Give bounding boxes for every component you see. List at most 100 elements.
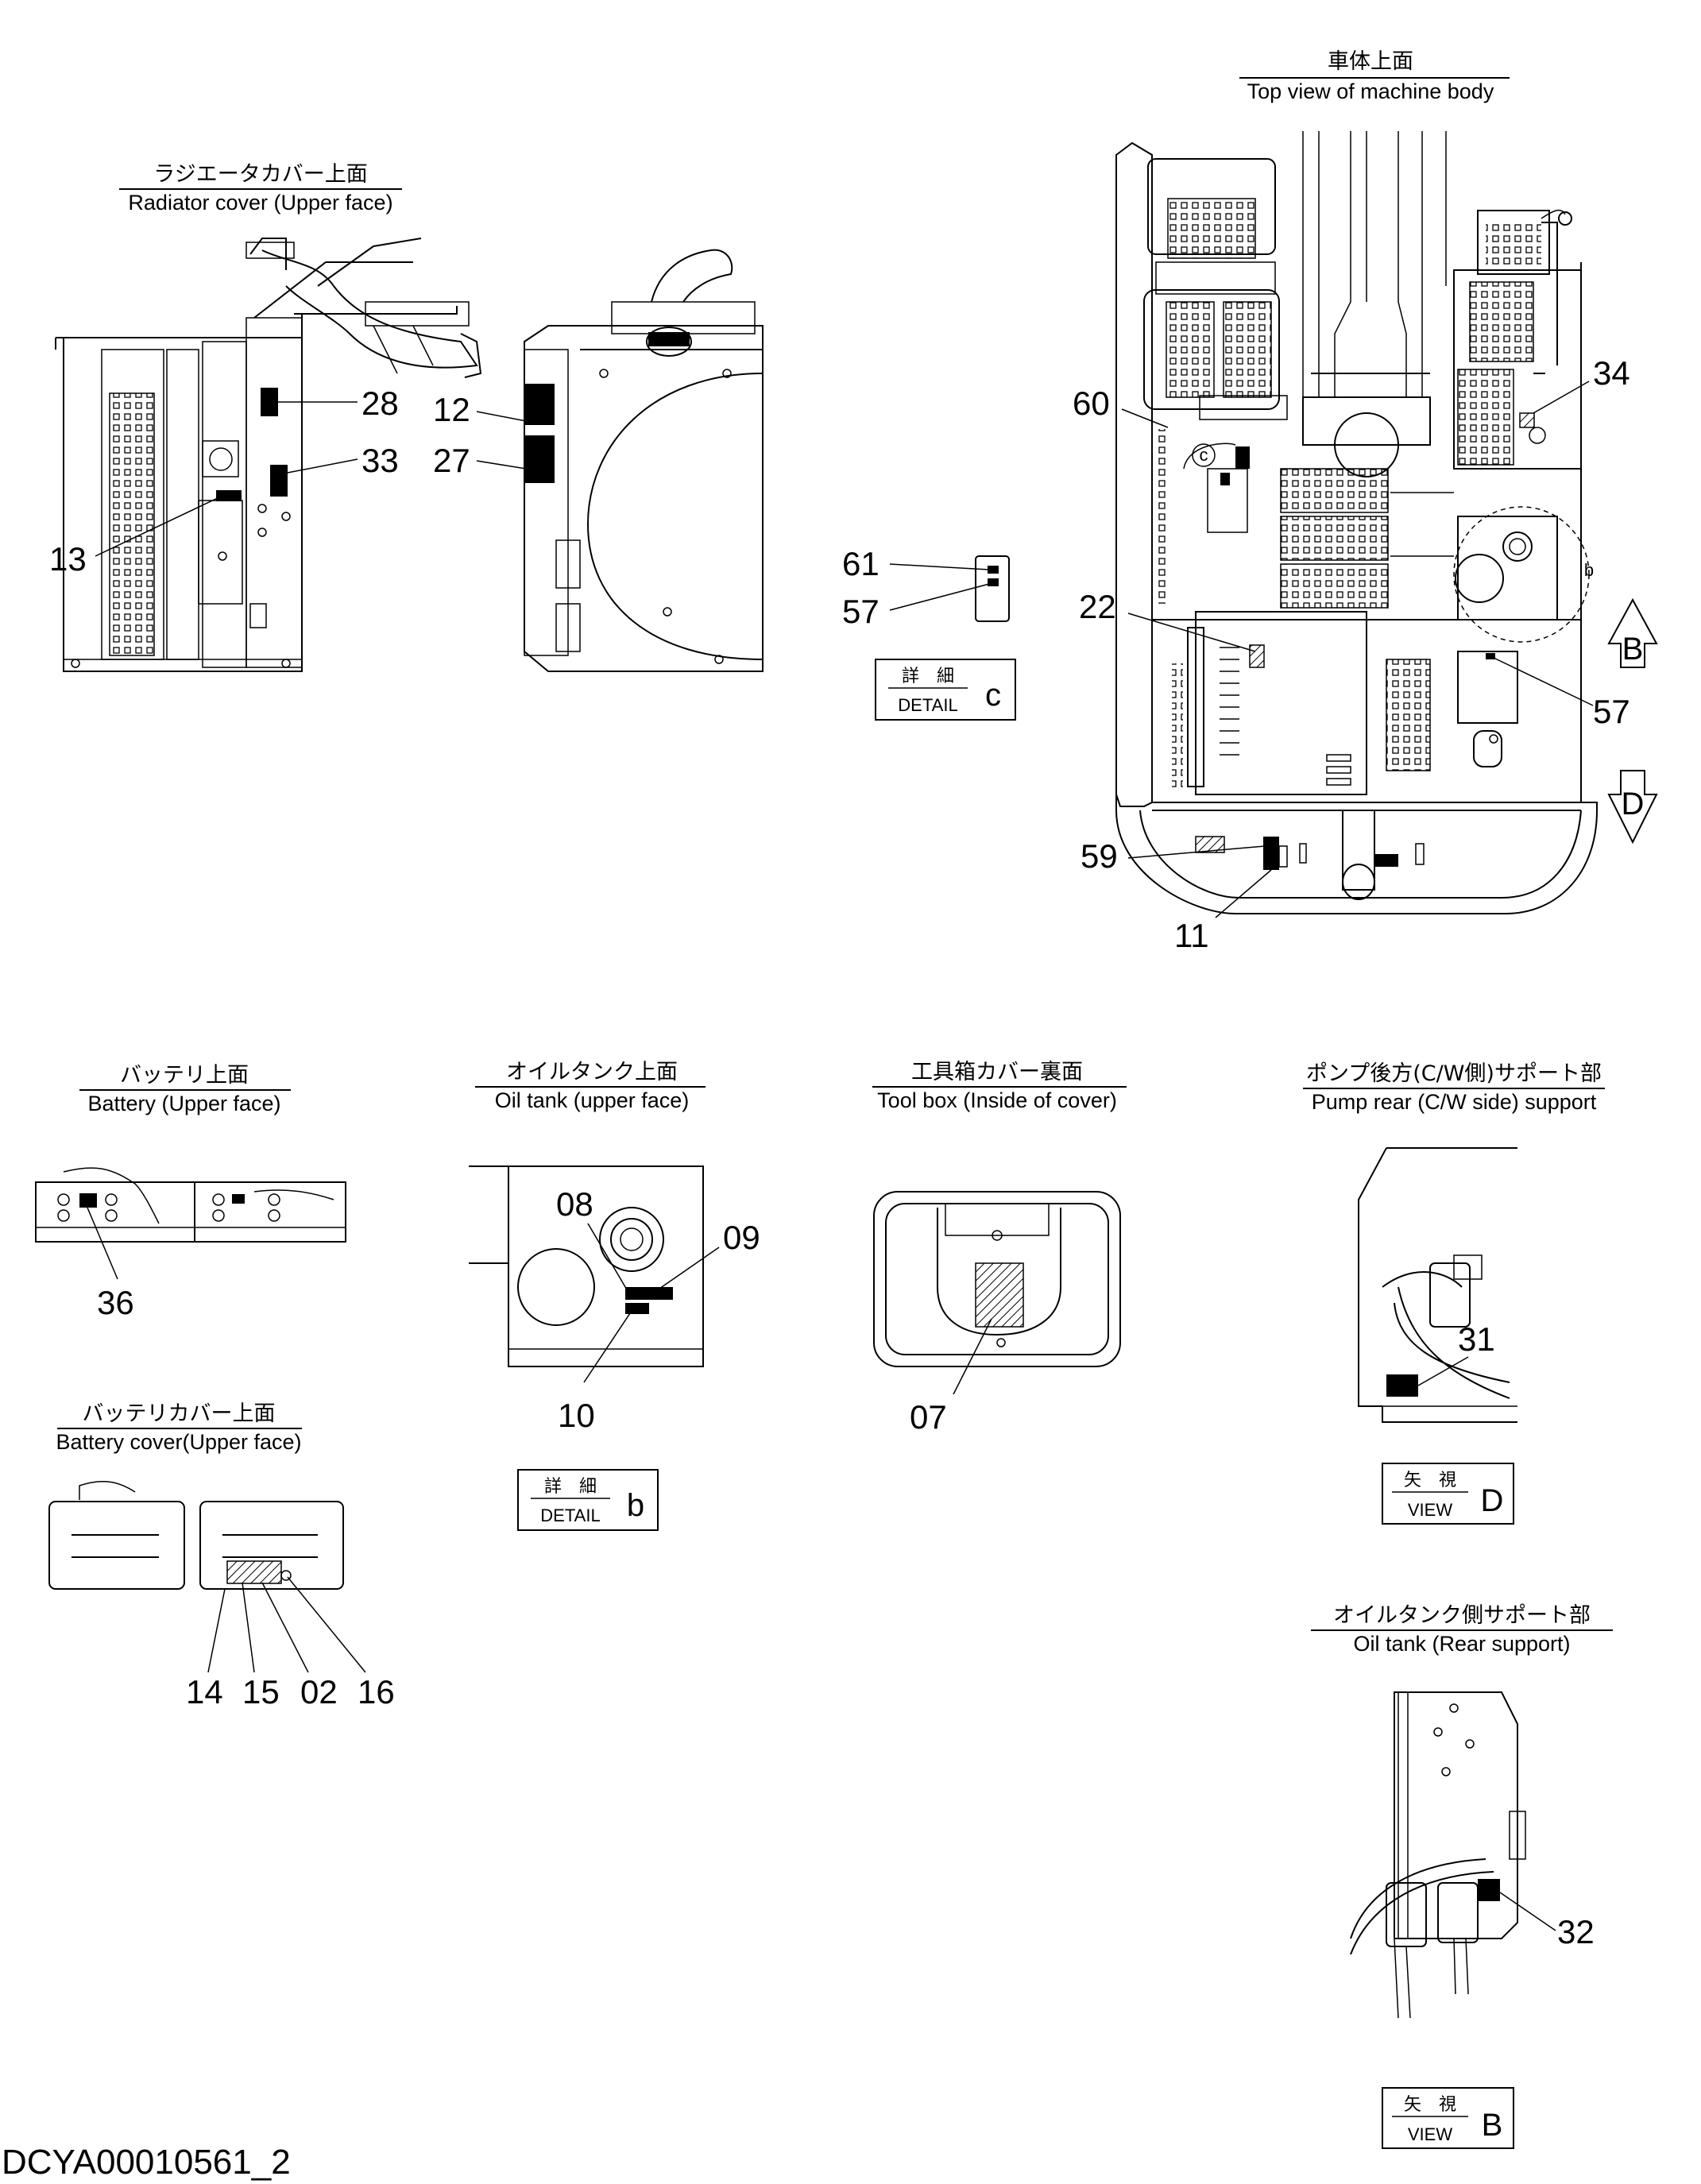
oil-tank-support-view: オイルタンク側サポート部 Oil tank (Rear support) xyxy=(1311,1603,1613,2019)
callout-12: 12 xyxy=(433,391,470,428)
label-13-mark xyxy=(216,490,242,501)
leader-07 xyxy=(953,1318,992,1395)
callout-15: 15 xyxy=(242,1673,280,1710)
callout-32: 32 xyxy=(1557,1913,1595,1950)
battery-title-en: Battery (Upper face) xyxy=(87,1092,280,1115)
svg-text:B: B xyxy=(1482,2108,1503,2143)
label-11-mark xyxy=(1263,837,1279,870)
label-14-15-02-mark xyxy=(226,1560,282,1584)
callout-08: 08 xyxy=(556,1185,593,1223)
view-box-b: 矢 視 VIEW B xyxy=(1382,2087,1514,2149)
tool-box-title-en: Tool box (Inside of cover) xyxy=(877,1088,1117,1112)
drawing-code: DCYA00010561_2 xyxy=(2,2143,291,2182)
callout-10: 10 xyxy=(558,1397,595,1434)
svg-text:DETAIL: DETAIL xyxy=(898,695,957,715)
label-32-mark xyxy=(1478,1879,1500,1901)
callout-57a: 57 xyxy=(842,593,879,630)
svg-text:矢 視: 矢 視 xyxy=(1404,2095,1456,2115)
callout-14: 14 xyxy=(186,1673,223,1710)
label-33-mark xyxy=(270,465,288,497)
radiator-title-en: Radiator cover (Upper face) xyxy=(128,191,392,215)
svg-text:矢 視: 矢 視 xyxy=(1404,1471,1456,1490)
leader-34 xyxy=(1533,381,1590,414)
svg-text:D: D xyxy=(1481,1483,1504,1518)
leader-14 xyxy=(207,1588,226,1673)
tool-box-view: 工具箱カバー裏面 Tool box (Inside of cover) xyxy=(872,1060,1127,1367)
leader-16 xyxy=(287,1576,366,1673)
callout-60: 60 xyxy=(1073,385,1110,422)
battery-cover-title-en: Battery cover(Upper face) xyxy=(56,1430,301,1454)
callout-16: 16 xyxy=(358,1673,395,1710)
leader-31 xyxy=(1417,1356,1469,1386)
callout-61: 61 xyxy=(842,545,879,582)
svg-text:VIEW: VIEW xyxy=(1408,2124,1452,2144)
detail-box-c: 詳 細 DETAIL c xyxy=(875,659,1016,721)
callout-13: 13 xyxy=(49,540,87,578)
svg-text:c: c xyxy=(985,678,1001,713)
label-36-mark xyxy=(79,1193,97,1208)
callout-02: 02 xyxy=(300,1673,338,1710)
top-view-machine-body: 車体上面 Top view of machine body xyxy=(1115,49,1598,914)
leader-11 xyxy=(1215,869,1272,918)
battery-title-jp: バッテリ上面 xyxy=(120,1063,249,1088)
radiator-fan-unit xyxy=(524,249,764,672)
label-28-mark xyxy=(261,388,278,416)
leader-10 xyxy=(583,1310,632,1383)
leader-60 xyxy=(1121,408,1169,428)
label-07-mark xyxy=(975,1262,1024,1328)
leader-15 xyxy=(242,1582,255,1673)
label-34-mark xyxy=(1519,412,1535,428)
callout-22: 22 xyxy=(1079,588,1116,625)
arrow-d-down: D xyxy=(1607,770,1658,845)
label-31-mark xyxy=(1386,1374,1418,1397)
leader-12 xyxy=(476,411,527,422)
leader-09 xyxy=(659,1247,720,1289)
callout-11: 11 xyxy=(1174,917,1209,954)
oil-tank-view: オイルタンク上面 Oil tank (upper face) xyxy=(469,1060,706,1367)
svg-text:DETAIL: DETAIL xyxy=(540,1506,600,1525)
svg-text:詳 細: 詳 細 xyxy=(902,667,954,686)
detail-c-view: 61 57 詳 細 DETAIL c xyxy=(842,545,1016,721)
battery-cover-view: バッテリカバー上面 Battery cover(Upper face) xyxy=(48,1401,344,1590)
leader-22 xyxy=(1127,613,1256,652)
leader-33 xyxy=(287,458,358,474)
pump-rear-title-jp: ポンプ後方(C/W側)サポート部 xyxy=(1306,1061,1602,1086)
oil-tank-support-title-en: Oil tank (Rear support) xyxy=(1353,1632,1570,1656)
leader-27 xyxy=(476,460,527,470)
callout-36: 36 xyxy=(97,1284,134,1321)
label-12-mark xyxy=(524,384,555,425)
tool-box-title-jp: 工具箱カバー裏面 xyxy=(911,1060,1083,1084)
battery-cover-title-jp: バッテリカバー上面 xyxy=(83,1401,276,1426)
radiator-title-jp: ラジエータカバー上面 xyxy=(153,162,367,187)
leader-36 xyxy=(87,1207,118,1280)
arrow-b-up: B xyxy=(1607,597,1658,668)
leader-02 xyxy=(261,1582,309,1673)
svg-text:B: B xyxy=(1622,632,1644,667)
callout-59: 59 xyxy=(1081,837,1118,875)
top-title-jp: 車体上面 xyxy=(1328,49,1413,74)
pump-rear-view: ポンプ後方(C/W側)サポート部 Pump rear (C/W side) su… xyxy=(1303,1061,1605,1423)
callout-28: 28 xyxy=(361,385,399,422)
callout-57b: 57 xyxy=(1593,693,1630,730)
label-27-mark xyxy=(524,435,555,483)
callout-34: 34 xyxy=(1593,354,1630,392)
oil-tank-title-en: Oil tank (upper face) xyxy=(495,1088,690,1112)
leader-32 xyxy=(1497,1890,1556,1931)
svg-text:D: D xyxy=(1622,787,1645,821)
detail-box-b: 詳 細 DETAIL b xyxy=(517,1469,659,1531)
oil-tank-support-title-jp: オイルタンク側サポート部 xyxy=(1333,1603,1591,1628)
svg-text:VIEW: VIEW xyxy=(1408,1500,1452,1520)
leader-08 xyxy=(587,1223,628,1292)
label-09-mark xyxy=(625,1287,673,1300)
top-title-en: Top view of machine body xyxy=(1247,79,1494,103)
leader-13 xyxy=(95,495,223,557)
svg-text:c: c xyxy=(1200,445,1208,465)
pump-rear-title-en: Pump rear (C/W side) support xyxy=(1312,1090,1597,1114)
radiator-left-unit xyxy=(55,238,482,672)
label-22-mark xyxy=(1249,644,1265,668)
label-59-mark xyxy=(1195,836,1225,853)
oil-tank-title-jp: オイルタンク上面 xyxy=(506,1060,678,1084)
leader-57b xyxy=(1493,657,1594,706)
radiator-cover-view: ラジエータカバー上面 Radiator cover (Upper face) xyxy=(49,162,764,672)
